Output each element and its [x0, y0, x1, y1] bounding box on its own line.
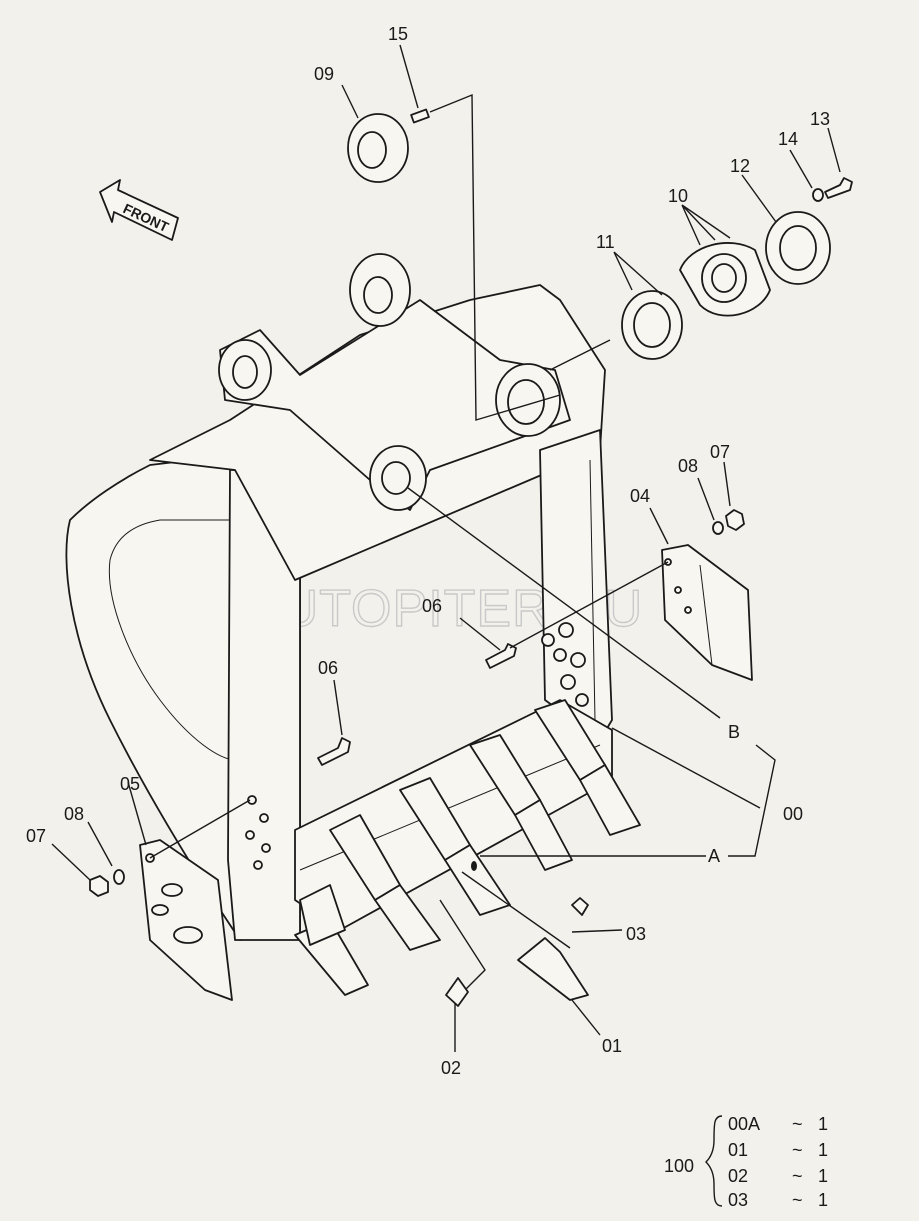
label-08-left: 08 — [64, 804, 84, 824]
label-06-left: 06 — [318, 658, 338, 678]
kit-row-tilde: ~ — [792, 1140, 803, 1160]
kit-number: 100 — [664, 1156, 694, 1176]
side-cutter-04 — [661, 544, 753, 681]
side-cutter-05 — [139, 839, 233, 1001]
kit-row-part: 03 — [728, 1190, 748, 1210]
kit-row-qty: 1 — [818, 1114, 828, 1134]
kit-row-qty: 1 — [818, 1190, 828, 1210]
kit-row-part: 01 — [728, 1140, 748, 1160]
kit-row-tilde: ~ — [792, 1166, 803, 1186]
label-09: 09 — [314, 64, 334, 84]
kit-row-qty: 1 — [818, 1166, 828, 1186]
label-08-right: 08 — [678, 456, 698, 476]
label-02: 02 — [441, 1058, 461, 1078]
label-14: 14 — [778, 129, 798, 149]
label-04: 04 — [630, 486, 650, 506]
tooth-retainer-parts — [445, 897, 589, 1007]
label-00: 00 — [783, 804, 803, 824]
label-11: 11 — [596, 232, 615, 252]
front-arrow-icon: FRONT — [99, 179, 179, 241]
kit-row-part: 02 — [728, 1166, 748, 1186]
label-ref-b: B — [728, 722, 740, 742]
label-07-left: 07 — [26, 826, 46, 846]
label-12: 12 — [730, 156, 750, 176]
label-15: 15 — [388, 24, 408, 44]
label-13: 13 — [810, 109, 830, 129]
label-03: 03 — [626, 924, 646, 944]
label-ref-a: A — [708, 846, 720, 866]
kit-row-tilde: ~ — [792, 1190, 803, 1210]
pin-boss-parts — [347, 108, 853, 360]
kit-row-part: 00A — [728, 1114, 760, 1134]
kit-table: 100 00A ~ 1 01 ~ 1 02 ~ 1 03 ~ 1 — [664, 1114, 828, 1210]
label-10: 10 — [668, 186, 688, 206]
leader-lines — [51, 44, 841, 1052]
kit-row-qty: 1 — [818, 1140, 828, 1160]
part-labels: 15 09 13 14 12 10 11 07 08 04 06 06 B 05… — [26, 24, 830, 1078]
label-07-right: 07 — [710, 442, 730, 462]
kit-row-tilde: ~ — [792, 1114, 803, 1134]
label-05: 05 — [120, 774, 140, 794]
label-06-center: 06 — [422, 596, 442, 616]
fasteners — [89, 509, 745, 897]
label-01: 01 — [602, 1036, 622, 1056]
bucket-teeth — [294, 699, 641, 996]
